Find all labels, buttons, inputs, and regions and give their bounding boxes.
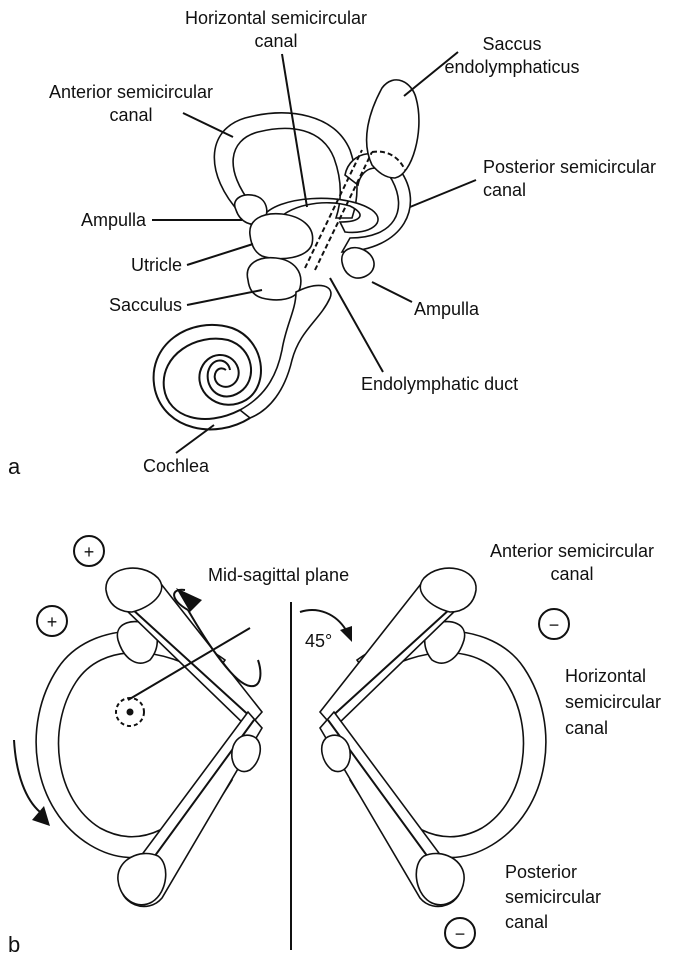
label-b-horizontal-2: semicircular	[565, 692, 661, 712]
label-b-horizontal-3: canal	[565, 718, 608, 738]
angle-arrow	[300, 610, 346, 630]
left-axis-dot	[127, 709, 134, 716]
left-vertex-ampulla	[232, 735, 260, 771]
panel-a-labyrinth: Horizontal semicircular canal Saccus end…	[8, 8, 656, 479]
ampulla-right	[342, 248, 374, 278]
sacculus	[247, 258, 301, 300]
label-midsagittal-plane: Mid-sagittal plane	[208, 565, 349, 585]
label-ampulla-left: Ampulla	[81, 210, 147, 230]
label-b-anterior-2: canal	[550, 564, 593, 584]
right-vertex-ampulla	[322, 735, 350, 771]
utricle	[250, 214, 313, 259]
right-labyrinth	[320, 568, 546, 906]
label-posterior-canal-1: Posterior semicircular	[483, 157, 656, 177]
label-sacculus: Sacculus	[109, 295, 182, 315]
minus-sign-bottom: −	[455, 924, 466, 944]
label-posterior-canal-2: canal	[483, 180, 526, 200]
panel-b-orientation: + + − − Mid-sagittal plane 45° Anterior …	[8, 536, 661, 957]
panel-b-letter: b	[8, 932, 20, 957]
label-saccus-1: Saccus	[482, 34, 541, 54]
label-horizontal-canal-2: canal	[254, 31, 297, 51]
plus-sign-top: +	[84, 542, 95, 562]
label-b-posterior-3: canal	[505, 912, 548, 932]
label-endolymphatic-duct: Endolymphatic duct	[361, 374, 518, 394]
label-cochlea: Cochlea	[143, 456, 210, 476]
label-utricle: Utricle	[131, 255, 182, 275]
angle-arrowhead	[340, 626, 352, 642]
right-posterior-ampulla	[416, 853, 464, 904]
label-horizontal-canal-1: Horizontal semicircular	[185, 8, 367, 28]
label-b-posterior-2: semicircular	[505, 887, 601, 907]
left-side-arrowhead	[32, 806, 50, 826]
label-anterior-canal-1: Anterior semicircular	[49, 82, 213, 102]
label-b-anterior-1: Anterior semicircular	[490, 541, 654, 561]
minus-sign-top: −	[549, 615, 560, 635]
plus-sign-left: +	[47, 612, 58, 632]
saccus-endolymphaticus	[367, 80, 419, 178]
label-b-posterior-1: Posterior	[505, 862, 577, 882]
label-b-horizontal-1: Horizontal	[565, 666, 646, 686]
panel-a-letter: a	[8, 454, 21, 479]
left-posterior-ampulla	[118, 853, 166, 904]
label-angle: 45°	[305, 631, 332, 651]
label-ampulla-right: Ampulla	[414, 299, 480, 319]
label-saccus-2: endolymphaticus	[444, 57, 579, 77]
left-labyrinth: + +	[14, 536, 262, 906]
label-anterior-canal-2: canal	[109, 105, 152, 125]
